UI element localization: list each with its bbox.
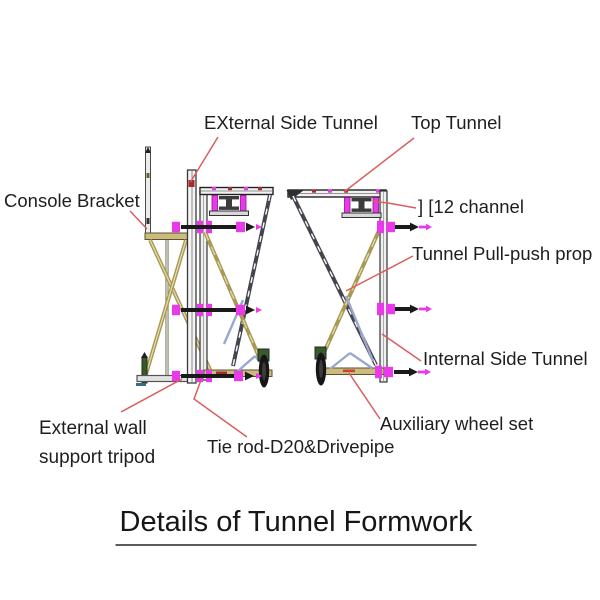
- label-auxiliary-wheel-set: Auxiliary wheel set: [380, 413, 534, 434]
- label-console-bracket: Console Bracket: [4, 190, 140, 211]
- diagram-title: Details of Tunnel Formwork: [115, 506, 477, 546]
- label-external-wall-support-tripod: External wall support tripod: [39, 414, 199, 472]
- label-tunnel-pull-push-prop: Tunnel Pull-push prop: [412, 243, 593, 264]
- label-internal-side-tunnel: Internal Side Tunnel: [423, 348, 588, 369]
- label-external-wall-line1: External wall: [39, 418, 147, 439]
- internal-side-tunnel-panel: [379, 190, 388, 383]
- leader-lines: [120, 136, 422, 438]
- label-external-wall-line2: support tripod: [39, 447, 156, 468]
- tie-rod-row: [172, 303, 262, 317]
- leader-tie-rod: [193, 379, 248, 438]
- leader-internal-side-tunnel: [381, 333, 422, 362]
- pull-push-props-right: [291, 195, 384, 366]
- leader-auxiliary-wheel: [348, 372, 381, 420]
- channel-beam-right: [341, 197, 382, 218]
- top-tunnel-panel-left: [199, 186, 274, 196]
- tie-rod-row: [172, 220, 262, 234]
- label-tie-rod-drivepipe: Tie rod-D20&Drivepipe: [207, 436, 395, 457]
- tie-rod-hardware-right: [375, 220, 432, 379]
- label-external-side-tunnel: EXternal Side Tunnel: [204, 112, 378, 133]
- leader-console-bracket: [129, 210, 148, 230]
- tie-rod-hardware-left: [172, 220, 262, 383]
- leader-top-tunnel: [343, 137, 415, 193]
- right-formwork-unit: [286, 189, 388, 386]
- wheel-right: [314, 346, 327, 386]
- console-bracket-structure: [136, 146, 214, 386]
- pull-push-props-left: [203, 194, 272, 367]
- external-side-tunnel-panel: [186, 169, 197, 384]
- tie-rod-row: [377, 220, 432, 234]
- tie-rod-row: [377, 302, 432, 316]
- tie-rod-row: [375, 365, 431, 379]
- left-formwork-unit: [199, 186, 274, 388]
- wheel-left: [257, 348, 270, 388]
- leader-channel-12: [372, 200, 417, 209]
- tie-rod-row: [172, 369, 262, 383]
- label-top-tunnel: Top Tunnel: [411, 112, 502, 133]
- channel-beam-left: [209, 195, 249, 216]
- label-12-channel: ] [12 channel: [418, 196, 524, 217]
- leader-pull-push-prop: [345, 255, 414, 292]
- leader-external-wall-tripod: [120, 378, 183, 413]
- leader-external-side-tunnel: [189, 136, 219, 183]
